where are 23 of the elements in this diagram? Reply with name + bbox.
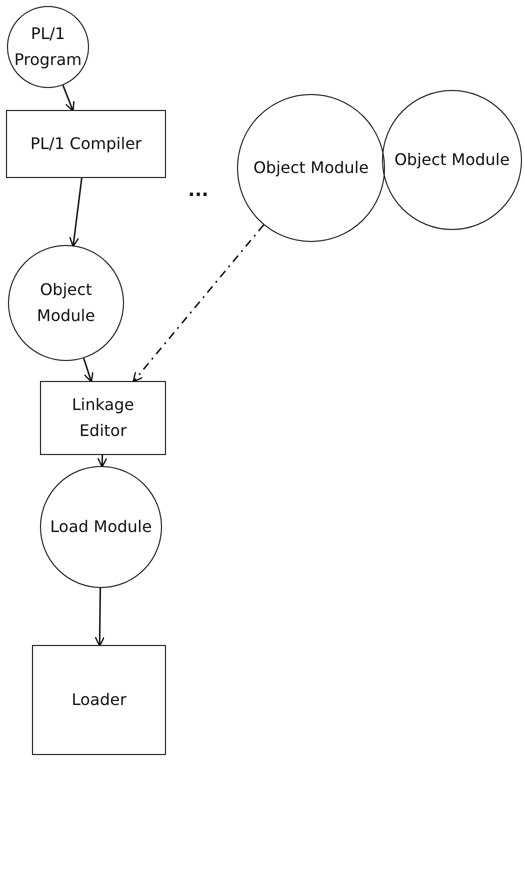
node-label: PL/1 Compiler — [30, 133, 142, 156]
node-label: Linkage Editor — [70, 394, 136, 442]
data-circle — [8, 245, 124, 361]
data-circle — [40, 466, 162, 588]
data-circle — [382, 90, 522, 230]
ellipsis-label: ... — [188, 180, 209, 201]
arrow — [94, 588, 105, 647]
arrow — [83, 358, 94, 383]
node-label: Loader — [72, 689, 126, 712]
process-box — [32, 645, 166, 755]
node-label: Object Module — [253, 157, 369, 180]
data-circle — [237, 94, 385, 242]
process-box — [6, 110, 166, 178]
arrow — [97, 454, 108, 468]
process-box — [40, 381, 166, 455]
node-label: Object Module — [36, 279, 96, 327]
node-label: Object Module — [394, 149, 510, 172]
arrow — [69, 178, 82, 248]
data-circle — [7, 6, 89, 88]
arrow — [62, 84, 75, 112]
node-label: Load Module — [50, 516, 152, 538]
dashed-arrow — [132, 224, 264, 382]
node-label: PL/1 Program — [14, 23, 82, 71]
